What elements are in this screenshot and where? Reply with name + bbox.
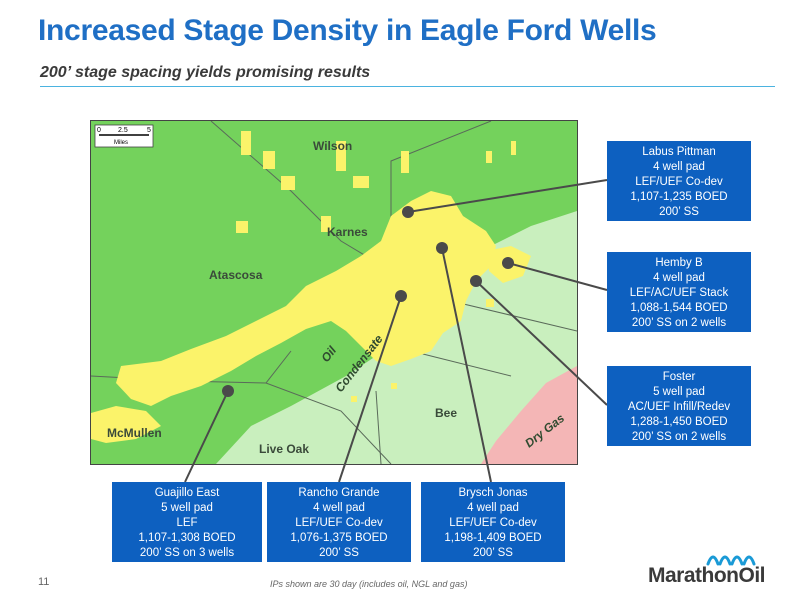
callout-line: 1,288-1,450 BOED bbox=[630, 416, 728, 428]
scale-tick-5: 5 bbox=[147, 127, 151, 134]
callout-line: 5 well pad bbox=[161, 502, 213, 514]
callout-line: LEF/UEF Co-dev bbox=[449, 517, 537, 529]
scale-tick-2-5: 2.5 bbox=[118, 127, 128, 134]
scale-bar: 0 2.5 5 Miles bbox=[94, 124, 154, 148]
well-marker-brysch-jonas bbox=[436, 242, 448, 254]
well-marker-foster bbox=[470, 275, 482, 287]
callout-line: Labus Pittman bbox=[642, 146, 716, 158]
condensate-zone bbox=[216, 211, 577, 464]
callout-line: 200’ SS bbox=[319, 547, 359, 559]
callout-line: Guajillo East bbox=[154, 487, 220, 499]
pointer-hemby-b bbox=[507, 262, 608, 291]
well-marker-labus-pittman bbox=[402, 206, 414, 218]
callout-line: 1,107-1,235 BOED bbox=[630, 191, 728, 203]
county-label-wilson: Wilson bbox=[313, 139, 352, 153]
callout-line: 4 well pad bbox=[653, 161, 705, 173]
eagle-ford-map: 0 2.5 5 Miles Wilson Karnes Atascosa McM… bbox=[90, 120, 578, 465]
callout-line: 4 well pad bbox=[467, 502, 519, 514]
well-marker-rancho-grande bbox=[395, 290, 407, 302]
pointer-rancho-grande bbox=[338, 295, 402, 483]
wave-logo-icon bbox=[706, 555, 756, 566]
pointer-brysch-jonas bbox=[441, 247, 492, 483]
callout-line: 5 well pad bbox=[653, 386, 705, 398]
callout-line: 1,076-1,375 BOED bbox=[290, 532, 388, 544]
callout-line: AC/UEF Infill/Redev bbox=[627, 401, 731, 413]
callout-line: 200’ SS on 2 wells bbox=[631, 431, 727, 443]
callout-line: 4 well pad bbox=[653, 272, 705, 284]
callout-line: Rancho Grande bbox=[298, 487, 380, 499]
pointer-foster bbox=[475, 280, 608, 406]
callout-line: LEF bbox=[176, 517, 198, 529]
callout-line: LEF/UEF Co-dev bbox=[635, 176, 723, 188]
callout-guajillo-east: Guajillo East 5 well pad LEF 1,107-1,308… bbox=[112, 482, 262, 562]
callout-line: Foster bbox=[662, 371, 696, 383]
callout-line: 200’ SS on 3 wells bbox=[139, 547, 235, 559]
pointer-guajillo-east bbox=[184, 390, 229, 483]
page-number: 11 bbox=[38, 576, 50, 588]
header-divider bbox=[40, 86, 775, 87]
callout-labus-pittman: Labus Pittman 4 well pad LEF/UEF Co-dev … bbox=[607, 141, 751, 221]
well-marker-guajillo-east bbox=[222, 385, 234, 397]
callout-line: LEF/UEF Co-dev bbox=[295, 517, 383, 529]
county-label-bee: Bee bbox=[435, 406, 457, 420]
county-label-mcmullen: McMullen bbox=[107, 426, 162, 440]
callout-foster: Foster 5 well pad AC/UEF Infill/Redev 1,… bbox=[607, 366, 751, 446]
dry-gas-zone bbox=[481, 366, 577, 464]
callout-line: 200’ SS on 2 wells bbox=[631, 317, 727, 329]
callout-brysch-jonas: Brysch Jonas 4 well pad LEF/UEF Co-dev 1… bbox=[421, 482, 565, 562]
county-label-live-oak: Live Oak bbox=[259, 442, 309, 456]
county-label-atascosa: Atascosa bbox=[209, 268, 263, 282]
callout-line: Brysch Jonas bbox=[458, 487, 528, 499]
callout-line: Hemby B bbox=[655, 257, 703, 269]
callout-line: 4 well pad bbox=[313, 502, 365, 514]
scale-tick-0: 0 bbox=[97, 127, 101, 134]
callout-line: 1,198-1,409 BOED bbox=[444, 532, 542, 544]
callout-line: 1,088-1,544 BOED bbox=[630, 302, 728, 314]
well-marker-hemby-b bbox=[502, 257, 514, 269]
callout-line: 200’ SS bbox=[473, 547, 513, 559]
callout-hemby-b: Hemby B 4 well pad LEF/AC/UEF Stack 1,08… bbox=[607, 252, 751, 332]
county-label-karnes: Karnes bbox=[327, 225, 368, 239]
scale-unit: Miles bbox=[114, 140, 128, 146]
page-subtitle: 200’ stage spacing yields promising resu… bbox=[40, 64, 371, 81]
footnote: IPs shown are 30 day (includes oil, NGL … bbox=[270, 579, 468, 589]
callout-line: 200’ SS bbox=[659, 206, 699, 218]
marathon-oil-logo: MarathonOil bbox=[648, 548, 778, 590]
callout-line: LEF/AC/UEF Stack bbox=[629, 287, 729, 299]
callout-line: 1,107-1,308 BOED bbox=[138, 532, 236, 544]
page-title: Increased Stage Density in Eagle Ford We… bbox=[38, 14, 657, 47]
logo-wordmark: MarathonOil bbox=[648, 564, 766, 587]
pointer-labus-pittman bbox=[407, 179, 608, 213]
callout-rancho-grande: Rancho Grande 4 well pad LEF/UEF Co-dev … bbox=[267, 482, 411, 562]
